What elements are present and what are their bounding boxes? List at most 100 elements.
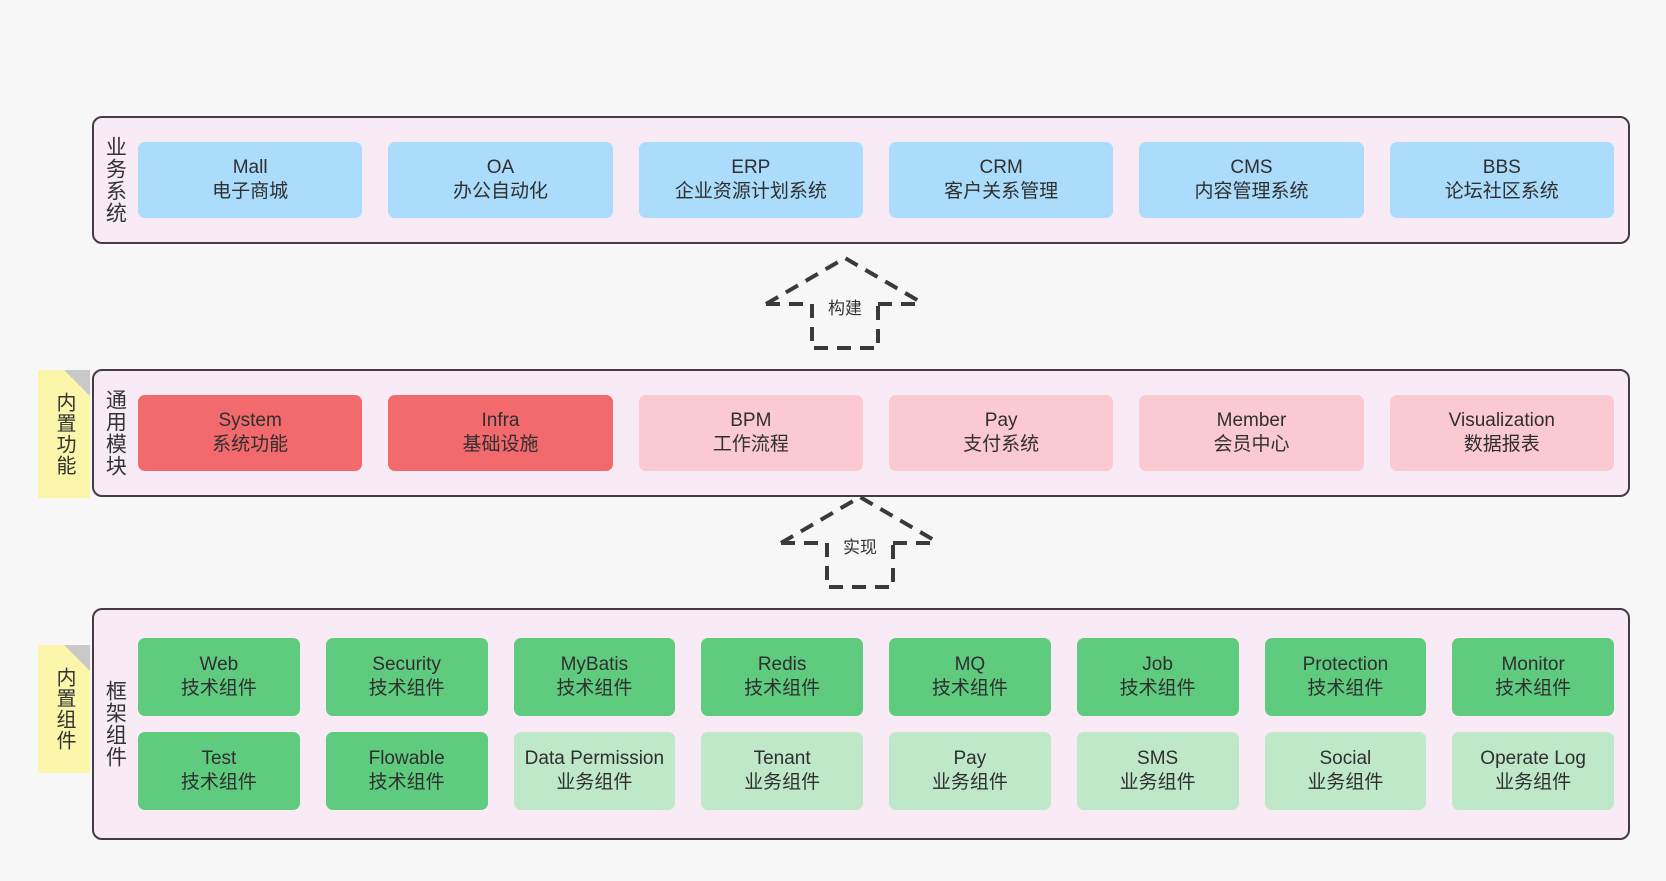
card-title-cn: 业务组件: [931, 772, 1008, 793]
folded-corner-icon: [64, 370, 90, 396]
layer-common-module: 通用模块 System 系统功能 Infra 基础设施 BPM 工作流程 Pay…: [92, 369, 1630, 497]
card-title-cn: 企业资源计划系统: [674, 181, 827, 202]
card-title-cn: 工作流程: [712, 434, 789, 455]
card-title-en: Protection: [1302, 654, 1389, 676]
card-title-en: Web: [199, 654, 239, 676]
layer-body-framework-component: Web 技术组件 Security 技术组件 MyBatis 技术组件 Redi…: [134, 610, 1628, 838]
folded-corner-icon: [64, 645, 90, 671]
card-title-cn: 技术组件: [368, 772, 445, 793]
card-mall[interactable]: Mall 电子商城: [138, 142, 363, 218]
card-redis[interactable]: Redis 技术组件: [701, 638, 863, 716]
card-web[interactable]: Web 技术组件: [138, 638, 300, 716]
card-title-cn: 技术组件: [1119, 678, 1196, 699]
card-sms[interactable]: SMS 业务组件: [1076, 732, 1239, 810]
card-title-en: Visualization: [1448, 410, 1555, 432]
card-title-cn: 技术组件: [1495, 678, 1572, 699]
layer-business-system: 业务系统 Mall 电子商城 OA 办公自动化 ERP 企业资源计划系统 CRM…: [92, 116, 1630, 244]
card-title-en: BBS: [1482, 157, 1521, 179]
card-protection[interactable]: Protection 技术组件: [1264, 638, 1427, 716]
card-title-cn: 办公自动化: [452, 181, 548, 202]
card-title-cn: 业务组件: [1307, 772, 1384, 793]
layer-label-business-system: 业务系统: [103, 136, 127, 224]
card-title-cn: 业务组件: [556, 772, 633, 793]
card-title-cn: 技术组件: [556, 678, 633, 699]
card-title-cn: 系统功能: [212, 434, 289, 455]
card-operate-log[interactable]: Operate Log 业务组件: [1452, 732, 1614, 810]
card-title-en: Job: [1142, 654, 1173, 676]
card-title-en: BPM: [730, 410, 772, 432]
layer-label-common-module: 通用模块: [103, 389, 127, 477]
card-data-permission[interactable]: Data Permission 业务组件: [513, 732, 676, 810]
sticky-note-builtin-function: 内置功能: [38, 370, 90, 498]
card-title-cn: 数据报表: [1463, 434, 1540, 455]
layer-body-business-system: Mall 电子商城 OA 办公自动化 ERP 企业资源计划系统 CRM 客户关系…: [134, 118, 1628, 242]
card-row: Mall 电子商城 OA 办公自动化 ERP 企业资源计划系统 CRM 客户关系…: [138, 142, 1614, 218]
card-security[interactable]: Security 技术组件: [325, 638, 488, 716]
card-title-en: MQ: [954, 654, 986, 676]
sticky-note-builtin-component: 内置组件: [38, 645, 90, 773]
card-title-cn: 基础设施: [462, 434, 539, 455]
card-title-cn: 业务组件: [1495, 772, 1572, 793]
card-oa[interactable]: OA 办公自动化: [388, 142, 613, 218]
card-title-cn: 电子商城: [212, 181, 289, 202]
card-monitor[interactable]: Monitor 技术组件: [1452, 638, 1614, 716]
card-title-cn: 支付系统: [963, 434, 1040, 455]
card-title-cn: 技术组件: [744, 678, 821, 699]
layer-body-common-module: System 系统功能 Infra 基础设施 BPM 工作流程 Pay 支付系统…: [134, 371, 1628, 495]
card-test[interactable]: Test 技术组件: [138, 732, 300, 810]
card-crm[interactable]: CRM 客户关系管理: [888, 142, 1114, 218]
card-social[interactable]: Social 业务组件: [1264, 732, 1427, 810]
card-title-en: SMS: [1137, 748, 1179, 770]
card-cms[interactable]: CMS 内容管理系统: [1139, 142, 1364, 218]
sticky-note-label: 内置功能: [53, 392, 75, 476]
card-job[interactable]: Job 技术组件: [1076, 638, 1239, 716]
card-row-business: Test 技术组件 Flowable 技术组件 Data Permission …: [138, 732, 1614, 810]
dashed-hollow-arrow-icon: [779, 494, 941, 589]
card-title-cn: 内容管理系统: [1194, 181, 1309, 202]
card-title-en: Data Permission: [524, 748, 665, 770]
dashed-hollow-arrow-icon: [764, 255, 926, 350]
card-title-cn: 技术组件: [931, 678, 1008, 699]
card-title-cn: 技术组件: [180, 678, 257, 699]
card-title-en: Monitor: [1501, 654, 1565, 676]
card-bpm[interactable]: BPM 工作流程: [638, 395, 863, 471]
connector-build: 构建: [760, 252, 930, 352]
card-title-en: Member: [1216, 410, 1287, 432]
card-title-cn: 客户关系管理: [944, 181, 1059, 202]
card-row-technical: Web 技术组件 Security 技术组件 MyBatis 技术组件 Redi…: [138, 638, 1614, 716]
card-pay-component[interactable]: Pay 业务组件: [889, 732, 1051, 810]
card-title-en: Social: [1319, 748, 1372, 770]
card-title-en: ERP: [731, 157, 771, 179]
card-title-en: Pay: [984, 410, 1018, 432]
card-title-en: Test: [201, 748, 237, 770]
layer-label-framework-component: 框架组件: [103, 680, 127, 768]
card-title-cn: 业务组件: [1119, 772, 1196, 793]
card-system[interactable]: System 系统功能: [138, 395, 363, 471]
sticky-note-label: 内置组件: [53, 667, 75, 751]
card-erp[interactable]: ERP 企业资源计划系统: [638, 142, 863, 218]
card-title-en: Operate Log: [1480, 748, 1586, 770]
card-title-en: CMS: [1230, 157, 1273, 179]
connector-implement: 实现: [775, 491, 945, 591]
card-mybatis[interactable]: MyBatis 技术组件: [513, 638, 676, 716]
card-flowable[interactable]: Flowable 技术组件: [325, 732, 488, 810]
card-title-cn: 技术组件: [180, 772, 257, 793]
card-title-en: Redis: [757, 654, 807, 676]
card-title-cn: 论坛社区系统: [1444, 181, 1559, 202]
card-infra[interactable]: Infra 基础设施: [388, 395, 613, 471]
card-title-cn: 技术组件: [368, 678, 445, 699]
card-bbs[interactable]: BBS 论坛社区系统: [1389, 142, 1614, 218]
card-title-cn: 业务组件: [744, 772, 821, 793]
card-title-en: Flowable: [368, 748, 445, 770]
card-title-cn: 会员中心: [1213, 434, 1290, 455]
card-visualization[interactable]: Visualization 数据报表: [1389, 395, 1614, 471]
card-title-en: Tenant: [753, 748, 811, 770]
card-member[interactable]: Member 会员中心: [1139, 395, 1364, 471]
card-tenant[interactable]: Tenant 业务组件: [701, 732, 863, 810]
card-mq[interactable]: MQ 技术组件: [889, 638, 1051, 716]
card-title-en: Infra: [481, 410, 520, 432]
card-title-en: System: [218, 410, 282, 432]
layer-framework-component: 框架组件 Web 技术组件 Security 技术组件 MyBatis 技术组件…: [92, 608, 1630, 840]
card-pay-module[interactable]: Pay 支付系统: [888, 395, 1114, 471]
